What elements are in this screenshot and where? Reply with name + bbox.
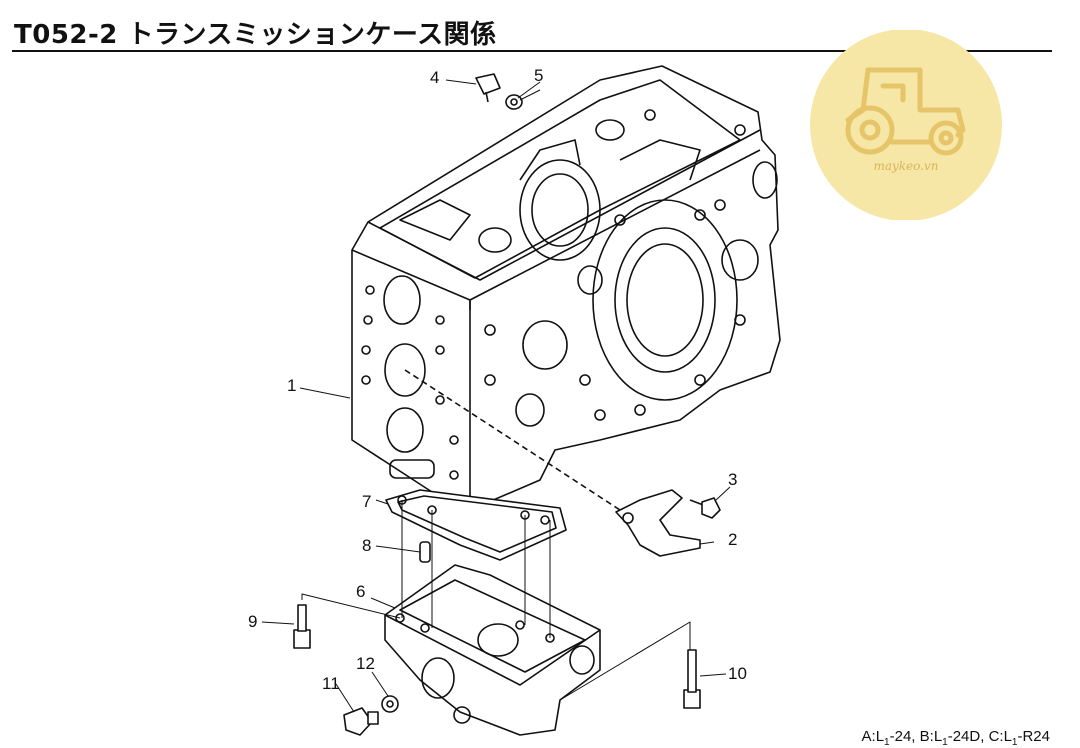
callout-4: 4 (430, 68, 440, 87)
bracket-part-2 (615, 489, 701, 557)
bolt-part-9 (293, 604, 311, 649)
title-underline (12, 50, 1052, 52)
model-b: B:L1-24D, (919, 728, 985, 748)
assembly-guide-lines (301, 89, 691, 701)
callout-3: 3 (728, 470, 738, 489)
callout-8: 8 (362, 536, 372, 555)
model-a: A:L1-24, (861, 728, 916, 748)
page-title: T052-2 トランスミッションケース関係 (14, 20, 497, 50)
callout-1: 1 (287, 376, 297, 395)
callout-2: 2 (728, 530, 738, 549)
bolt-part-10 (683, 649, 701, 709)
model-c: C:L1-R24 (988, 728, 1050, 748)
callout-5: 5 (534, 66, 544, 85)
washer-part-5 (505, 94, 523, 110)
callout-10: 10 (728, 664, 747, 683)
lower-housing-part-6 (384, 564, 601, 736)
gasket-part-7 (385, 489, 567, 561)
model-codes: A:L1-24, B:L1-24D, C:L1-R24 (862, 728, 1050, 748)
callout-12: 12 (356, 654, 375, 673)
pin-part-8 (419, 541, 431, 563)
washer-part-12 (381, 695, 399, 713)
bolt-part-3 (689, 497, 721, 519)
tractor-icon (845, 67, 966, 156)
callout-6: 6 (356, 582, 366, 601)
plug-part-4 (475, 73, 501, 103)
transmission-case (351, 65, 781, 511)
callout-9: 9 (248, 612, 258, 631)
leader-lines (261, 79, 731, 713)
plug-part-11 (343, 707, 379, 736)
callout-11: 11 (322, 674, 340, 693)
watermark-text: maykeo.vn (873, 159, 938, 173)
watermark-logo: maykeo.vn (810, 30, 1002, 220)
callout-7: 7 (362, 492, 372, 511)
